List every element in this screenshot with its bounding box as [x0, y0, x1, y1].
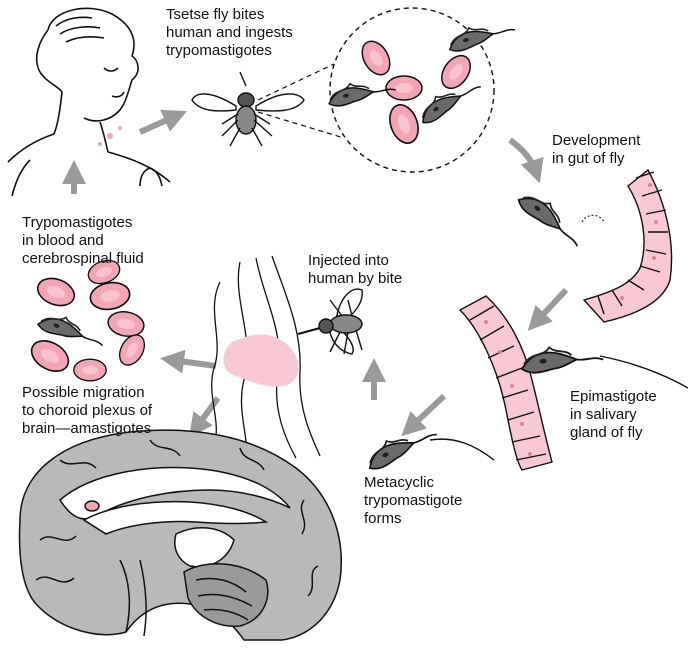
red-blood-cell-icon: [26, 335, 73, 378]
arrow-icon: [140, 116, 176, 132]
label-line: Trypomastigotes: [22, 214, 144, 232]
label-line: Development: [552, 132, 640, 150]
red-blood-cell-icon: [88, 280, 132, 313]
red-blood-cell-icon: [385, 101, 423, 147]
label-line: trypomastigotes: [166, 42, 293, 60]
label-line: Epimastigote: [570, 388, 657, 406]
trypanosome-icon: [520, 343, 603, 374]
red-blood-cell-icon: [34, 274, 78, 311]
tsetse-fly-icon: [192, 72, 304, 146]
label-line: trypomastigote: [364, 492, 462, 510]
label-line: Injected into: [308, 252, 402, 270]
label-gut-development: Development in gut of fly: [552, 132, 640, 168]
arrow-icon: [510, 140, 536, 172]
label-line: human by bite: [308, 270, 402, 288]
red-blood-cell-icon: [115, 331, 150, 370]
red-blood-cell-icon: [386, 76, 422, 100]
human-figure-icon: [8, 8, 170, 196]
label-injected: Injected into human by bite: [308, 252, 402, 288]
arrow-icon: [536, 290, 566, 322]
label-line: Possible migration: [22, 384, 152, 402]
label-line: gland of fly: [570, 424, 657, 442]
trypanosome-icon: [516, 186, 587, 251]
label-blood-csf: Trypomastigotes in blood and cerebrospin…: [22, 214, 144, 268]
trypanosome-icon: [362, 421, 439, 473]
label-line: in gut of fly: [552, 150, 640, 168]
label-line: human and ingests: [166, 24, 293, 42]
label-line: in salivary: [570, 406, 657, 424]
label-line: Metacyclic: [364, 474, 462, 492]
arrow-icon: [410, 396, 444, 428]
label-line: forms: [364, 510, 462, 528]
label-migration: Possible migration to choroid plexus of …: [22, 384, 152, 438]
label-line: to choroid plexus of: [22, 402, 152, 420]
tsetse-fly-icon: [298, 289, 362, 354]
label-epimastigote: Epimastigote in salivary gland of fly: [570, 388, 657, 442]
label-line: cerebrospinal fluid: [22, 250, 144, 268]
label-line: brain—amastigotes: [22, 420, 152, 438]
blood-cells: [26, 256, 149, 380]
brain-section-icon: [20, 430, 342, 640]
red-blood-cell-icon: [357, 36, 396, 79]
label-metacyclic: Metacyclic trypomastigote forms: [364, 474, 462, 528]
label-line: Tsetse fly bites: [166, 6, 293, 24]
red-blood-cell-icon: [106, 309, 146, 339]
red-blood-cell-icon: [74, 359, 106, 381]
arrow-icon: [172, 360, 216, 366]
red-blood-cell-icon: [436, 50, 476, 93]
zoom-contents: [326, 17, 516, 148]
label-line: in blood and: [22, 232, 144, 250]
gut-epithelium-icon: [584, 170, 672, 322]
label-tsetse-bite: Tsetse fly bites human and ingests trypo…: [166, 6, 293, 60]
trypanosome-icon: [446, 17, 517, 54]
